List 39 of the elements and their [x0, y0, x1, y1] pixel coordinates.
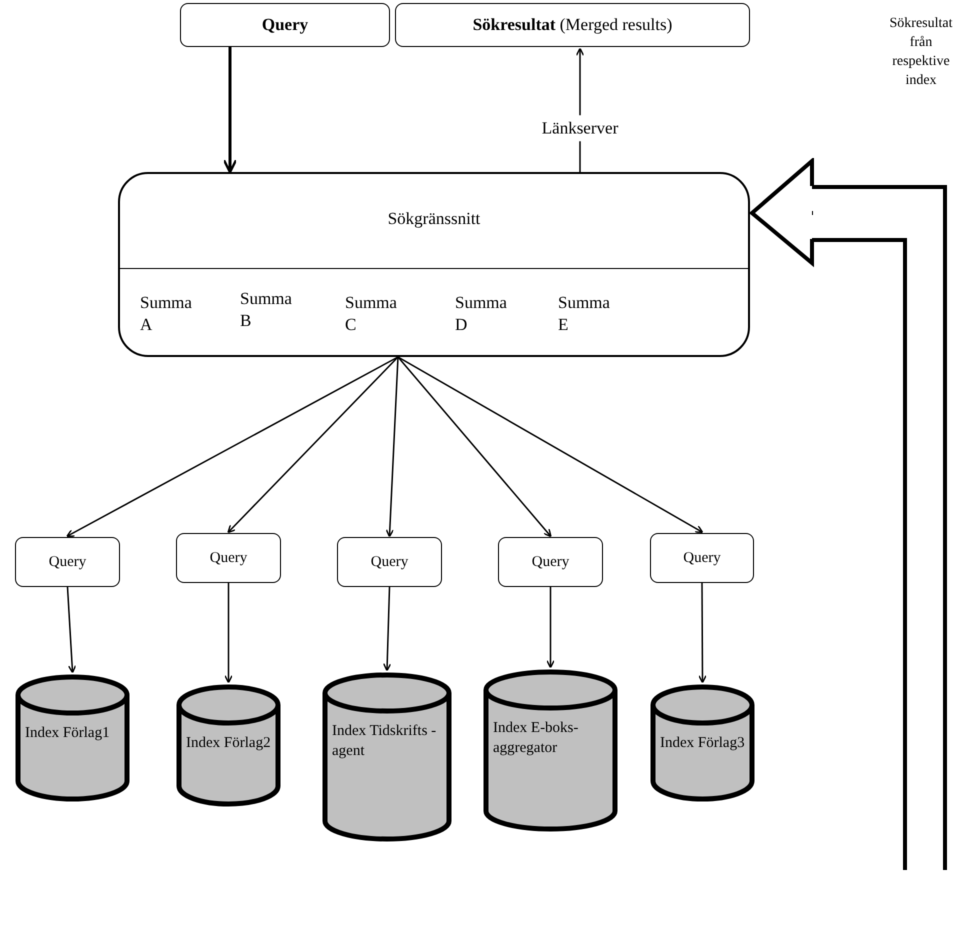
- node-label: Query: [683, 548, 721, 568]
- node-label: Query: [370, 552, 408, 572]
- node-label: Query: [532, 552, 570, 572]
- summary-label: Summa A: [140, 292, 193, 336]
- process-box: [650, 533, 754, 583]
- arrow: [546, 587, 555, 668]
- note-text: Sökresultat från respektive index: [888, 15, 954, 90]
- node-label: Index E-boks- aggregator: [493, 719, 580, 758]
- node-label: Sökresultat (Merged results): [472, 14, 672, 36]
- node-label: Query: [262, 14, 308, 36]
- node-label: Sökgränssnitt: [388, 209, 480, 228]
- process-box: [176, 533, 281, 583]
- process-box: [180, 3, 390, 47]
- node-label: Query: [210, 548, 248, 568]
- node-label: Index Tidskrifts -agent: [332, 722, 438, 761]
- arrow: [222, 47, 238, 174]
- summary-label: Summa E: [558, 292, 611, 336]
- process-box: [498, 537, 603, 587]
- arrow: [66, 356, 398, 538]
- arrow: [386, 356, 399, 538]
- arrow: [224, 583, 233, 684]
- node-label: Index Förlag1: [25, 724, 111, 743]
- arrow: [398, 356, 704, 534]
- process-box: [395, 3, 750, 47]
- summary-label: Summa B: [240, 288, 293, 332]
- interface-box: [118, 172, 750, 357]
- node-label: Query: [48, 552, 86, 572]
- arrow: [397, 356, 552, 538]
- arrow: [698, 583, 707, 684]
- summary-label: Summa C: [345, 292, 398, 336]
- arrow: [383, 586, 392, 672]
- node-label: Index Förlag2: [186, 734, 272, 753]
- process-box: [15, 537, 120, 587]
- arrow: [66, 586, 76, 674]
- arrow: [227, 356, 399, 534]
- node-label: Index Förlag3: [660, 734, 746, 753]
- hollow-arrow: [750, 159, 947, 872]
- summary-label: Summa D: [455, 292, 508, 336]
- process-box: [337, 537, 442, 587]
